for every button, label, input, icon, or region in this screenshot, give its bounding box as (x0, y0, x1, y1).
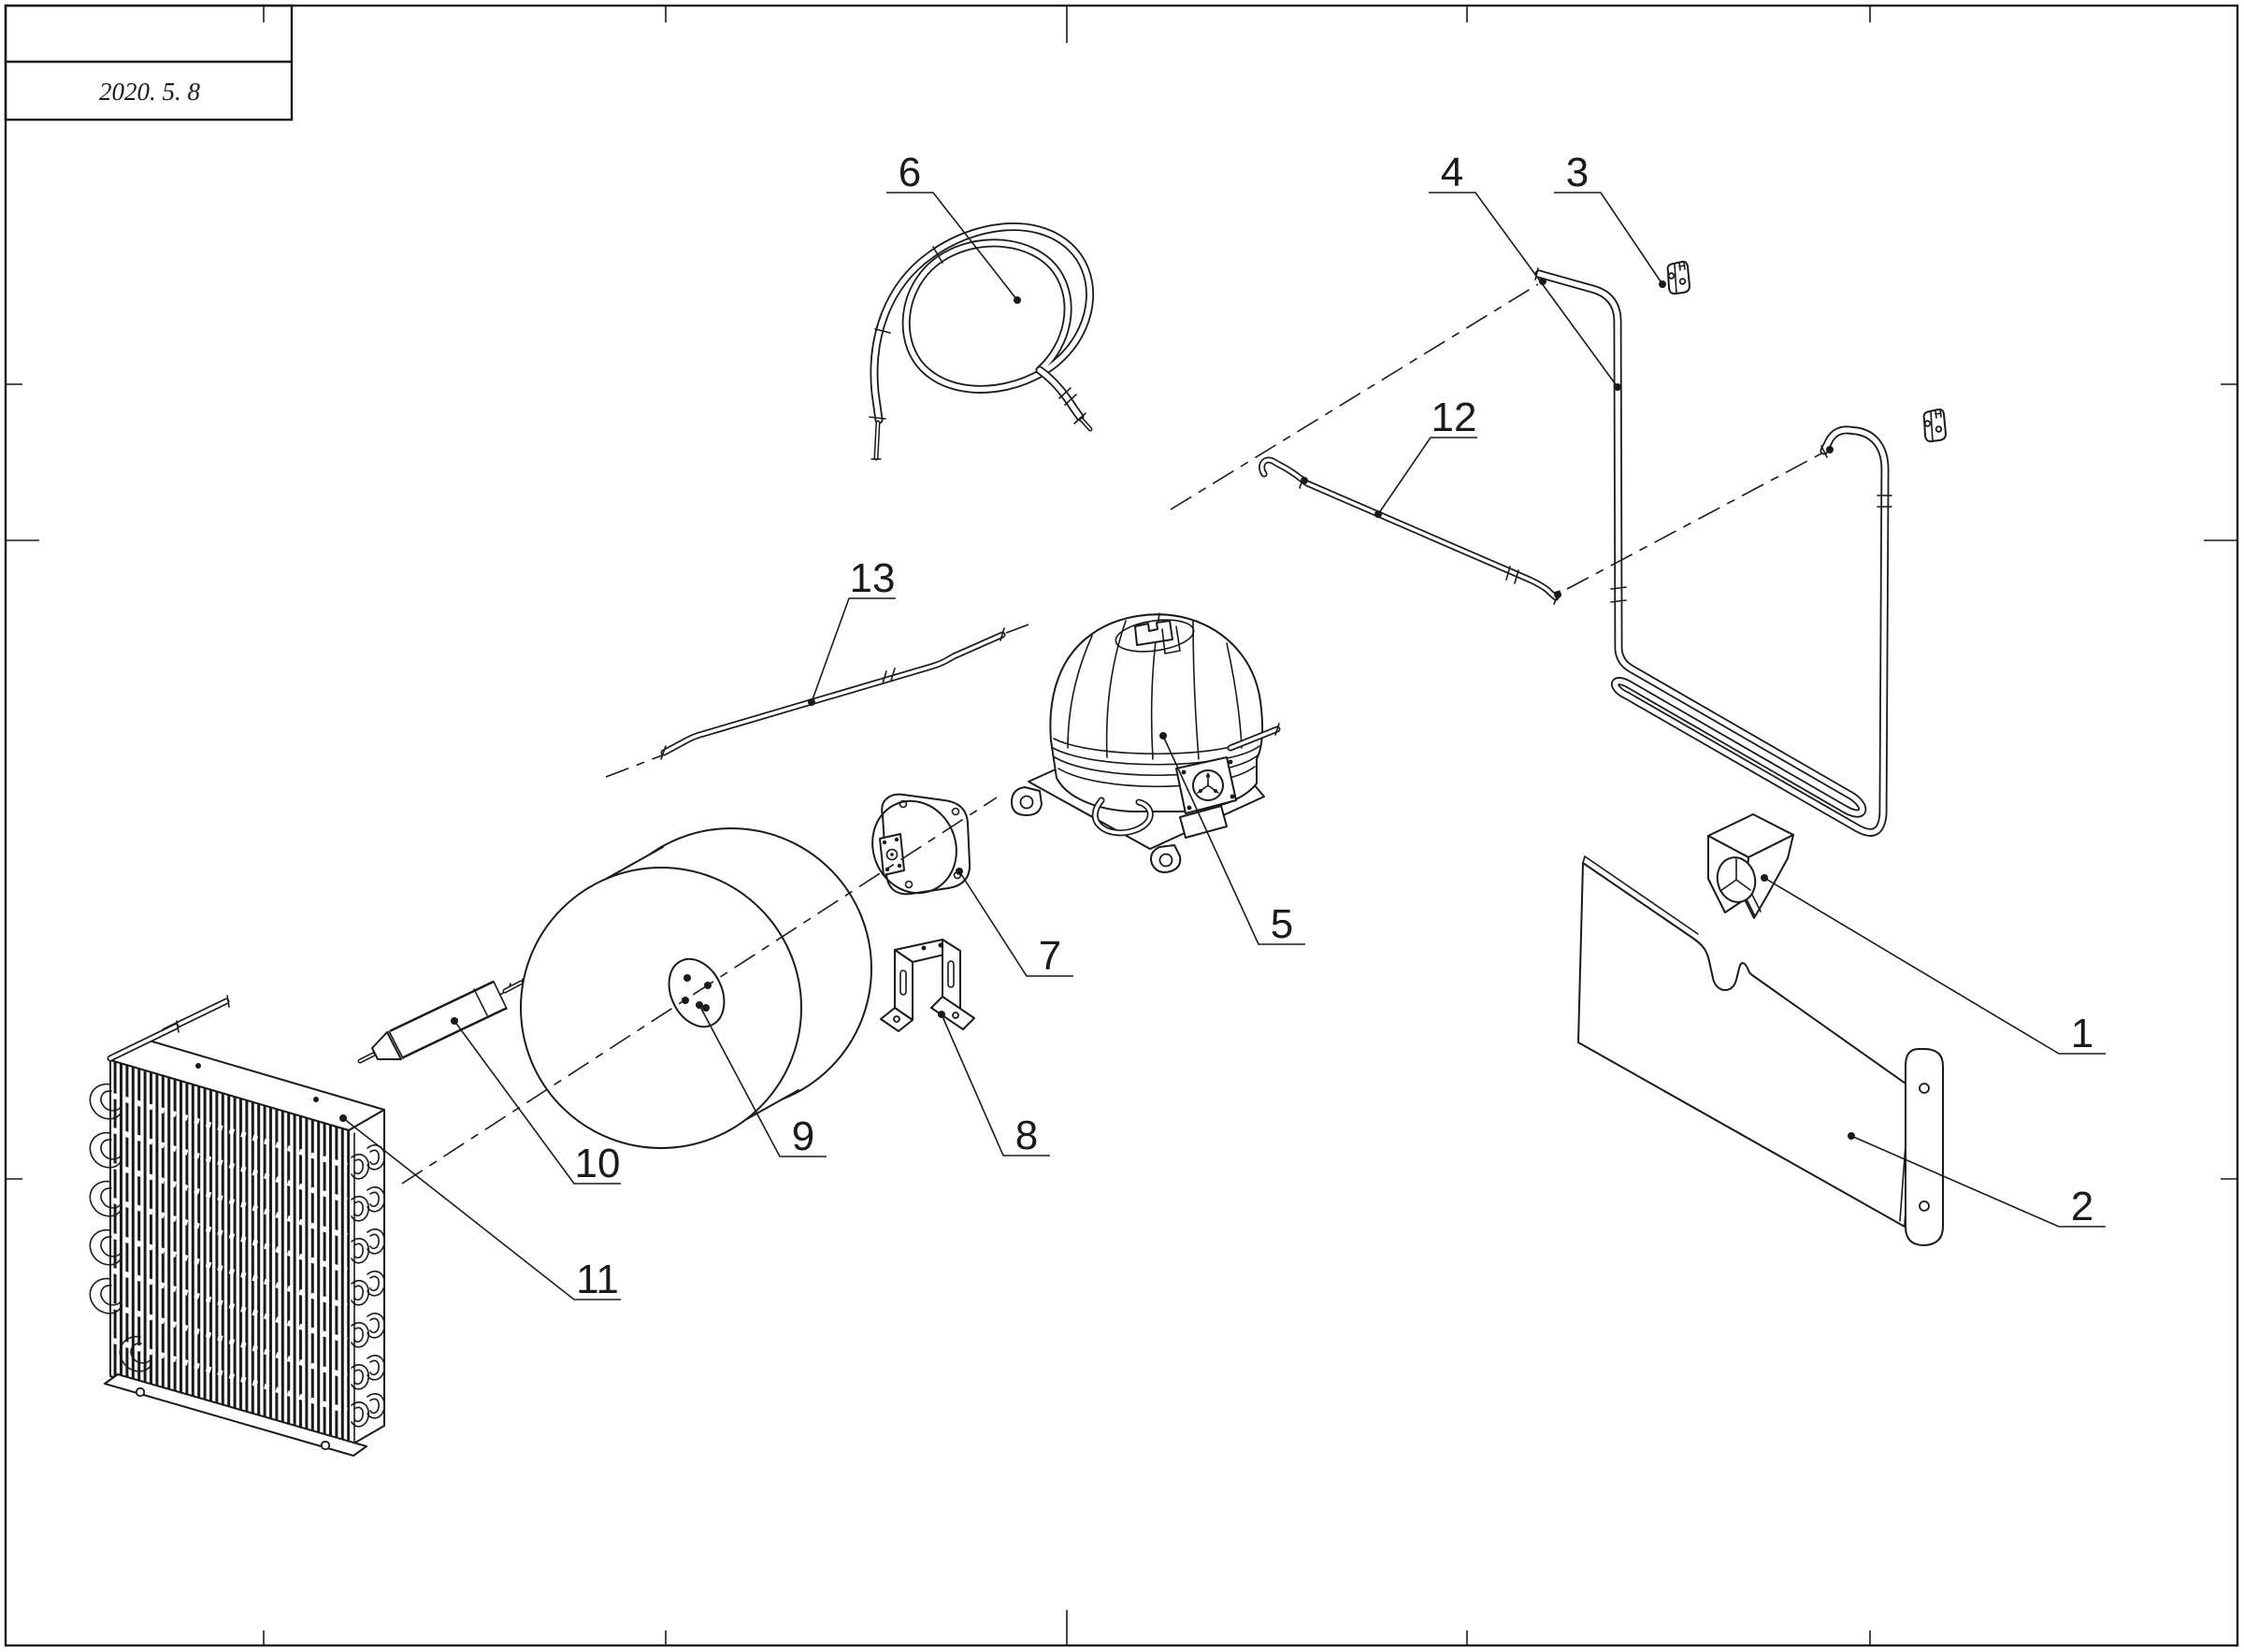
callout-4: 4 (1429, 150, 1621, 391)
part-10-filter-drier (357, 977, 528, 1064)
condenser-tube-rows (112, 1093, 348, 1414)
part-2-back-panel (1577, 855, 1944, 1246)
part-3-pipe-clip-b (1922, 408, 1947, 443)
panel-face (1577, 862, 1916, 1228)
callout-7-label: 7 (1039, 933, 1061, 979)
assembly-axes (401, 278, 1834, 1185)
condenser-fin-pack (110, 1060, 349, 1446)
compressor-terminal-box (1175, 756, 1237, 839)
part-6-tube-coil (869, 223, 1095, 461)
callout-11: 11 (339, 1114, 621, 1302)
callout-8-label: 8 (1015, 1113, 1038, 1158)
callout-10-label: 10 (575, 1141, 621, 1186)
panel-side-flange (1905, 1048, 1944, 1246)
callout-13: 13 (808, 555, 896, 706)
part-3-pipe-clip-a (1666, 260, 1690, 295)
part-9-fan-wheel (520, 827, 872, 1149)
callout-6: 6 (886, 150, 1021, 304)
callout-9-label: 9 (792, 1113, 814, 1159)
part-1-mounting-bracket (1707, 813, 1794, 919)
callout-12-label: 12 (1431, 395, 1477, 440)
part-7-fan-motor (871, 793, 971, 896)
callouts: 1 2 3 4 5 6 7 (339, 150, 2106, 1302)
part-11-condenser (89, 995, 386, 1457)
condenser-bottom-flange (104, 1373, 367, 1457)
callout-10: 10 (451, 1017, 621, 1186)
callout-1: 1 (1761, 874, 2106, 1056)
part-13-connecting-tube (660, 627, 1006, 760)
callout-12: 12 (1374, 395, 1477, 518)
part-12-connecting-tube (1259, 456, 1561, 605)
callout-13-label: 13 (850, 555, 896, 601)
condenser-header-tubes (107, 995, 230, 1062)
page-frame (4, 4, 2239, 1647)
callout-2: 2 (1848, 1132, 2106, 1229)
title-block: 2020. 5. 8 (4, 4, 294, 122)
callout-9: 9 (696, 1001, 827, 1159)
callout-4-label: 4 (1441, 150, 1463, 195)
callout-1-label: 1 (2071, 1011, 2093, 1056)
part-5-compressor (1011, 612, 1281, 873)
revision-date: 2020. 5. 8 (99, 78, 201, 106)
callout-8: 8 (938, 1011, 1050, 1158)
callout-3-label: 3 (1566, 150, 1589, 195)
callout-7: 7 (956, 868, 1073, 979)
callout-2-label: 2 (2071, 1184, 2093, 1229)
callout-6-label: 6 (899, 150, 921, 195)
part-4-tube-frame (1534, 267, 1892, 837)
callout-11-label: 11 (576, 1257, 619, 1302)
callout-5-label: 5 (1271, 901, 1293, 947)
callout-5: 5 (1159, 732, 1305, 947)
callout-3: 3 (1554, 150, 1666, 288)
part-8-motor-bracket (880, 939, 975, 1032)
frame-centering-ticks (6, 6, 2237, 1645)
